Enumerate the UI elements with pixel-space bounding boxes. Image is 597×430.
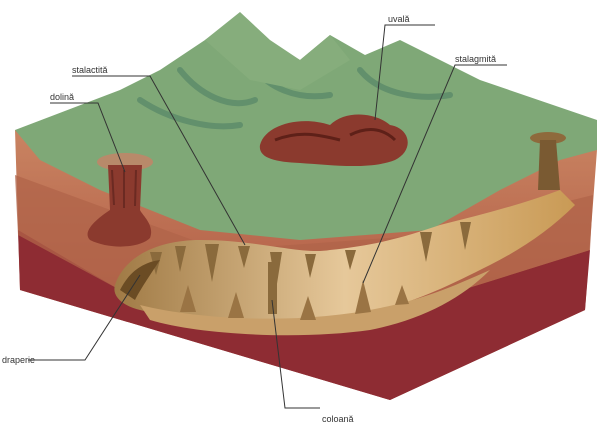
label-column: coloană [322, 414, 354, 424]
label-stalagmite: stalagmită [455, 54, 496, 64]
label-doline: dolină [50, 92, 74, 102]
label-uvala: uvală [388, 14, 410, 24]
label-stalactite: stalactită [72, 65, 108, 75]
label-drapery: draperie [2, 355, 35, 365]
